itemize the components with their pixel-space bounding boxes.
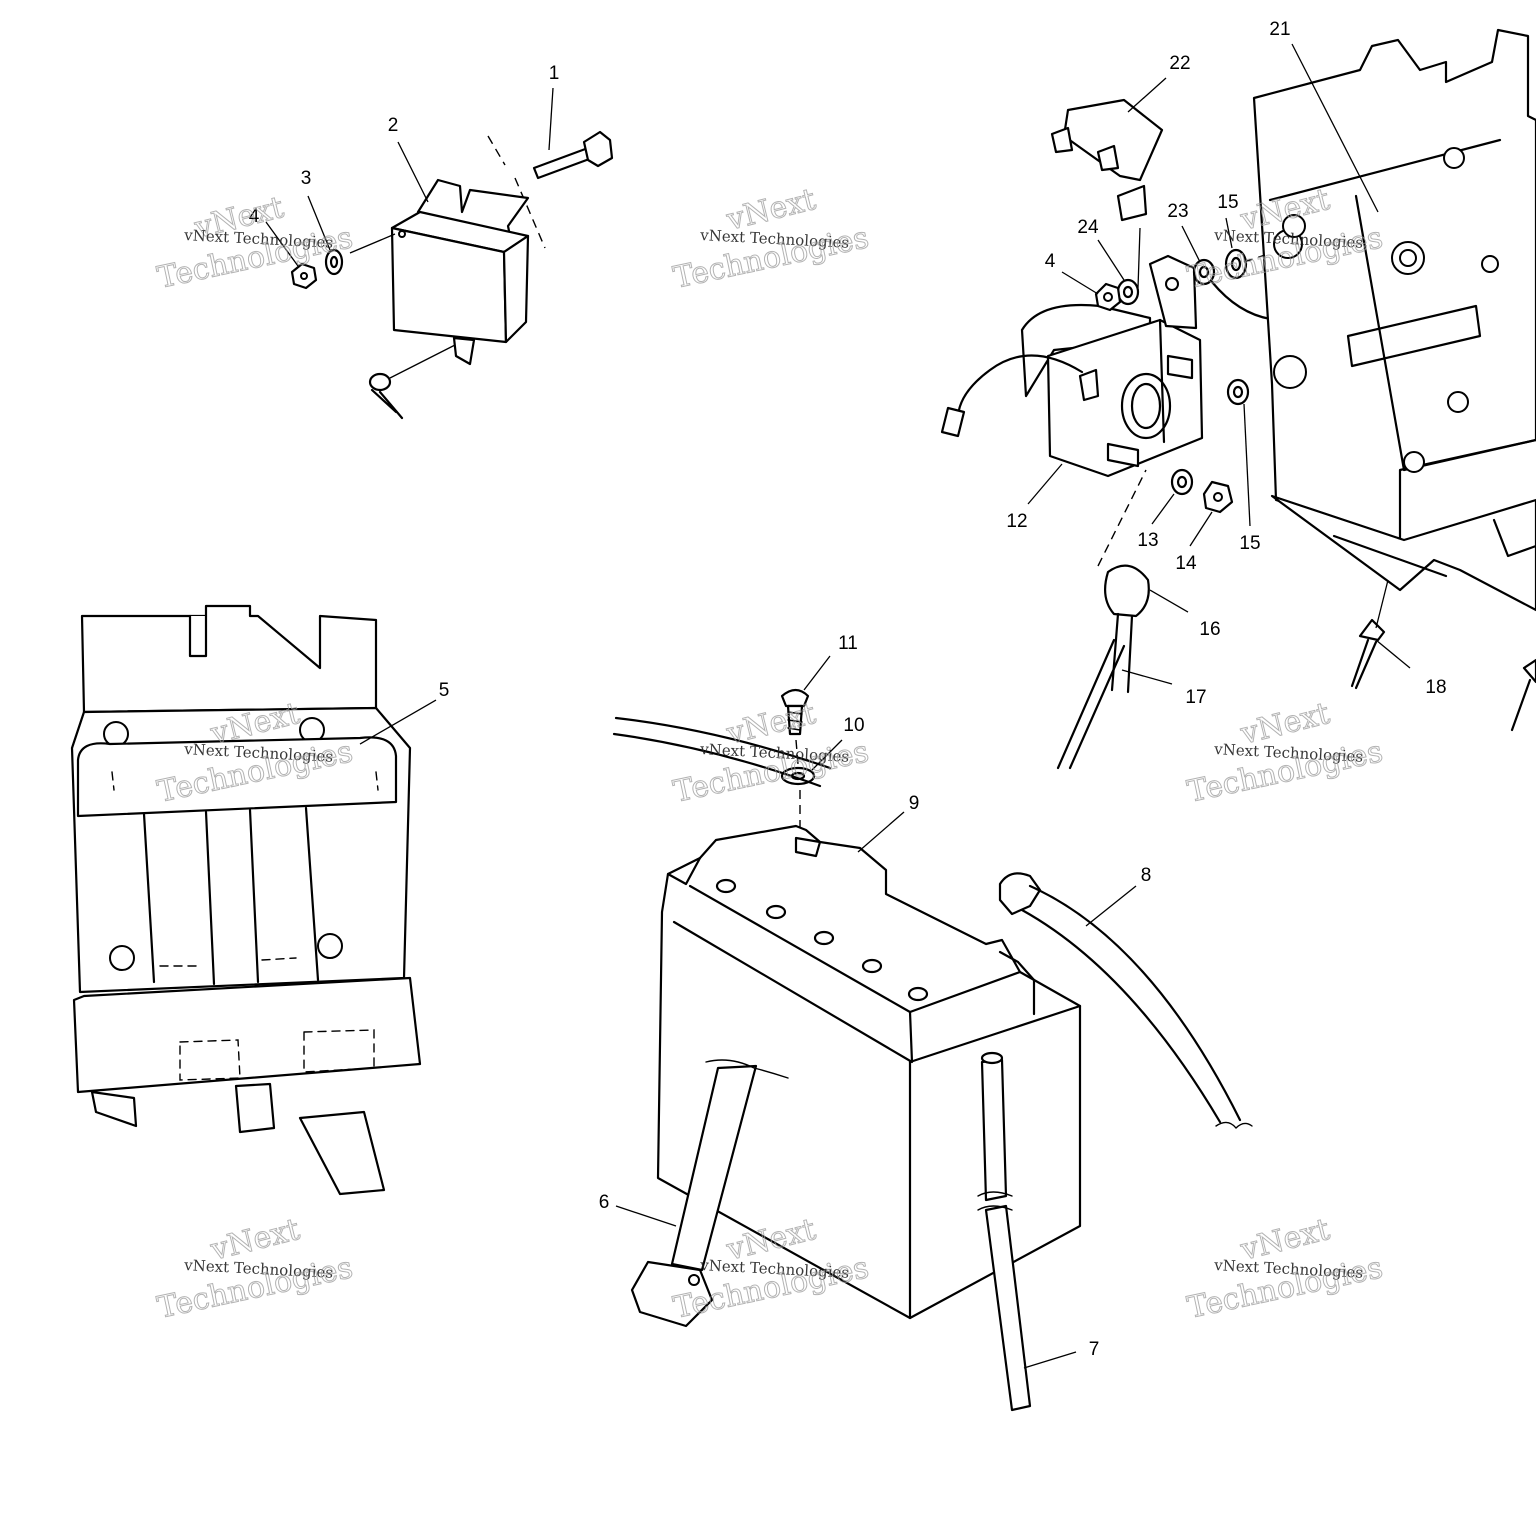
callout-15-upper: 15 (1217, 192, 1238, 213)
part-16-boot (1103, 564, 1150, 694)
part-24-washer (1116, 278, 1140, 306)
callout-24: 24 (1077, 217, 1099, 238)
callout-16: 16 (1199, 619, 1220, 640)
callout-22: 22 (1169, 53, 1190, 74)
part-15-washer-upper (1224, 248, 1275, 280)
callout-23: 23 (1167, 201, 1188, 222)
callout-leaders (265, 43, 1411, 1369)
callout-3: 3 (301, 168, 312, 189)
watermark-6: vNext vNext Technologies Technologies (1184, 696, 1386, 811)
part-6-negative-cable (630, 1059, 789, 1328)
part-4-nut-left (290, 262, 318, 290)
callout-4-right: 4 (1045, 251, 1056, 272)
callout-10: 10 (843, 715, 864, 736)
ring-terminal-left (368, 372, 404, 420)
part-9-battery (656, 824, 1082, 1320)
part-4-nut-right (1094, 282, 1122, 312)
part-1-bolt (487, 130, 614, 249)
callout-15-lower: 15 (1239, 533, 1260, 554)
watermark-8: vNext vNext Technologies Technologies (670, 1212, 872, 1327)
watermark-7: vNext vNext Technologies Technologies (154, 1212, 356, 1327)
watermark-9: vNext vNext Technologies Technologies (1184, 1212, 1386, 1327)
callout-6: 6 (599, 1192, 610, 1213)
part-14-nut (1202, 480, 1234, 514)
part-22-relay (1050, 98, 1164, 289)
part-3-washer (324, 248, 344, 276)
callout-17: 17 (1185, 687, 1206, 708)
callout-18: 18 (1425, 677, 1446, 698)
callout-9: 9 (909, 793, 920, 814)
part-8-positive-cable (998, 872, 1253, 1130)
part-17-wire (1056, 469, 1147, 770)
part-7-vent-tube (977, 1051, 1032, 1412)
callout-5: 5 (439, 680, 450, 701)
part-5-battery-tray (70, 604, 422, 1196)
part-12-solenoid (940, 254, 1204, 478)
part-15-lockwasher-lower (1226, 378, 1250, 406)
cable-over-battery (612, 716, 832, 788)
callout-2: 2 (388, 115, 399, 136)
part-2-regulator (349, 178, 530, 379)
callout-7: 7 (1089, 1339, 1100, 1360)
callout-8: 8 (1141, 865, 1152, 886)
mounting-bracket (1252, 28, 1536, 612)
callout-1: 1 (549, 63, 560, 84)
callouts: 1 2 3 4 4 5 6 7 8 9 10 11 12 13 14 15 15… (249, 19, 1447, 1360)
watermark-1: vNext vNext Technologies Technologies (154, 190, 356, 297)
part-11-screw (780, 688, 810, 828)
callout-4-left: 4 (249, 206, 260, 227)
watermark-5: vNext vNext Technologies Technologies (670, 696, 872, 811)
part-18-rivet (1350, 618, 1536, 732)
part-13-lockwasher (1170, 468, 1194, 496)
callout-12: 12 (1006, 511, 1027, 532)
callout-11: 11 (838, 633, 858, 654)
callout-21: 21 (1269, 19, 1290, 40)
callout-13: 13 (1137, 530, 1158, 551)
callout-14: 14 (1175, 553, 1197, 574)
watermark-2: vNext vNext Technologies Technologies (670, 182, 872, 297)
